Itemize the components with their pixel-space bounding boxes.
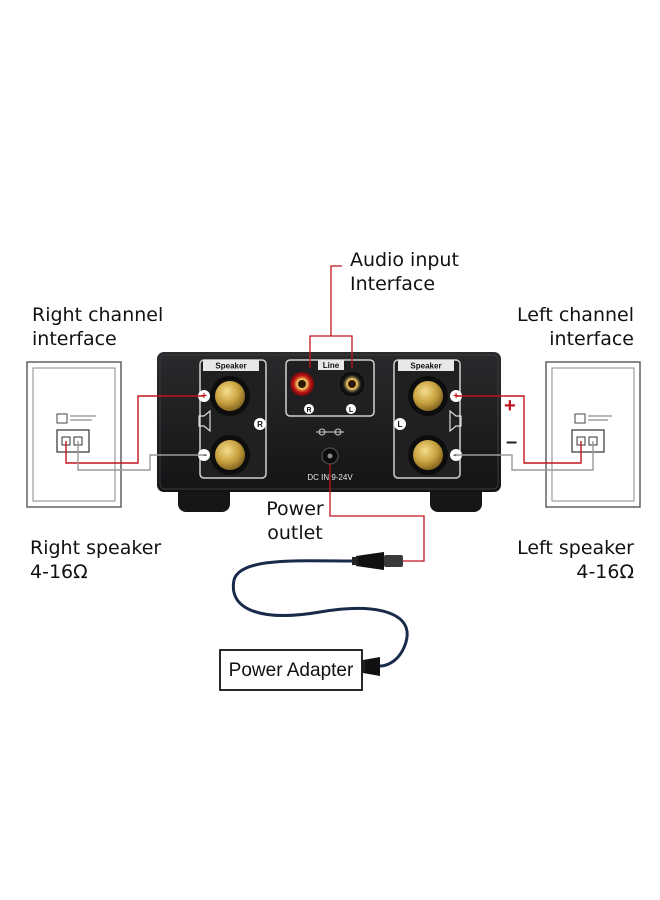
left-speaker-negative-wire (456, 441, 594, 471)
amp-minus-right: − (453, 451, 459, 462)
wire-plus-sign: + (504, 395, 516, 417)
power-outlet-label: Power outlet (266, 498, 324, 544)
adapter-plug (361, 657, 380, 676)
power-adapter-box (219, 649, 363, 691)
amp-minus-left: − (201, 451, 207, 462)
power-cable (231, 559, 409, 668)
power-adapter-label: Power Adapter (229, 660, 354, 681)
audio-input-label: Audio input Interface (350, 249, 459, 295)
right-speaker-box (26, 361, 122, 508)
right-channel-label: Right channel interface (32, 304, 164, 350)
left-channel-label: Left channel interface (517, 304, 634, 350)
left-speaker-label: Left speaker 4-16Ω (517, 537, 634, 583)
audio-input-callout-line (330, 265, 342, 336)
right-speaker-positive-wire (65, 395, 204, 464)
rca-r-label: R (306, 407, 311, 414)
rca-l-label: L (349, 407, 354, 414)
left-speaker-positive-wire (456, 395, 582, 464)
right-speaker-negative-wire (77, 441, 204, 471)
side-l-label: L (398, 420, 403, 429)
amplifier-back-panel (157, 352, 501, 492)
speaker-tag-left: Speaker (215, 362, 246, 371)
wire-minus-sign: – (506, 431, 517, 453)
right-speaker-label: Right speaker 4-16Ω (30, 537, 162, 583)
speaker-tag-right: Speaker (410, 362, 441, 371)
dc-plug (352, 552, 403, 570)
side-r-label: R (257, 420, 263, 429)
power-outlet-callout (329, 464, 425, 562)
line-tag: Line (323, 361, 340, 370)
left-speaker-box (545, 361, 641, 508)
amp-plus-left: + (201, 391, 207, 402)
